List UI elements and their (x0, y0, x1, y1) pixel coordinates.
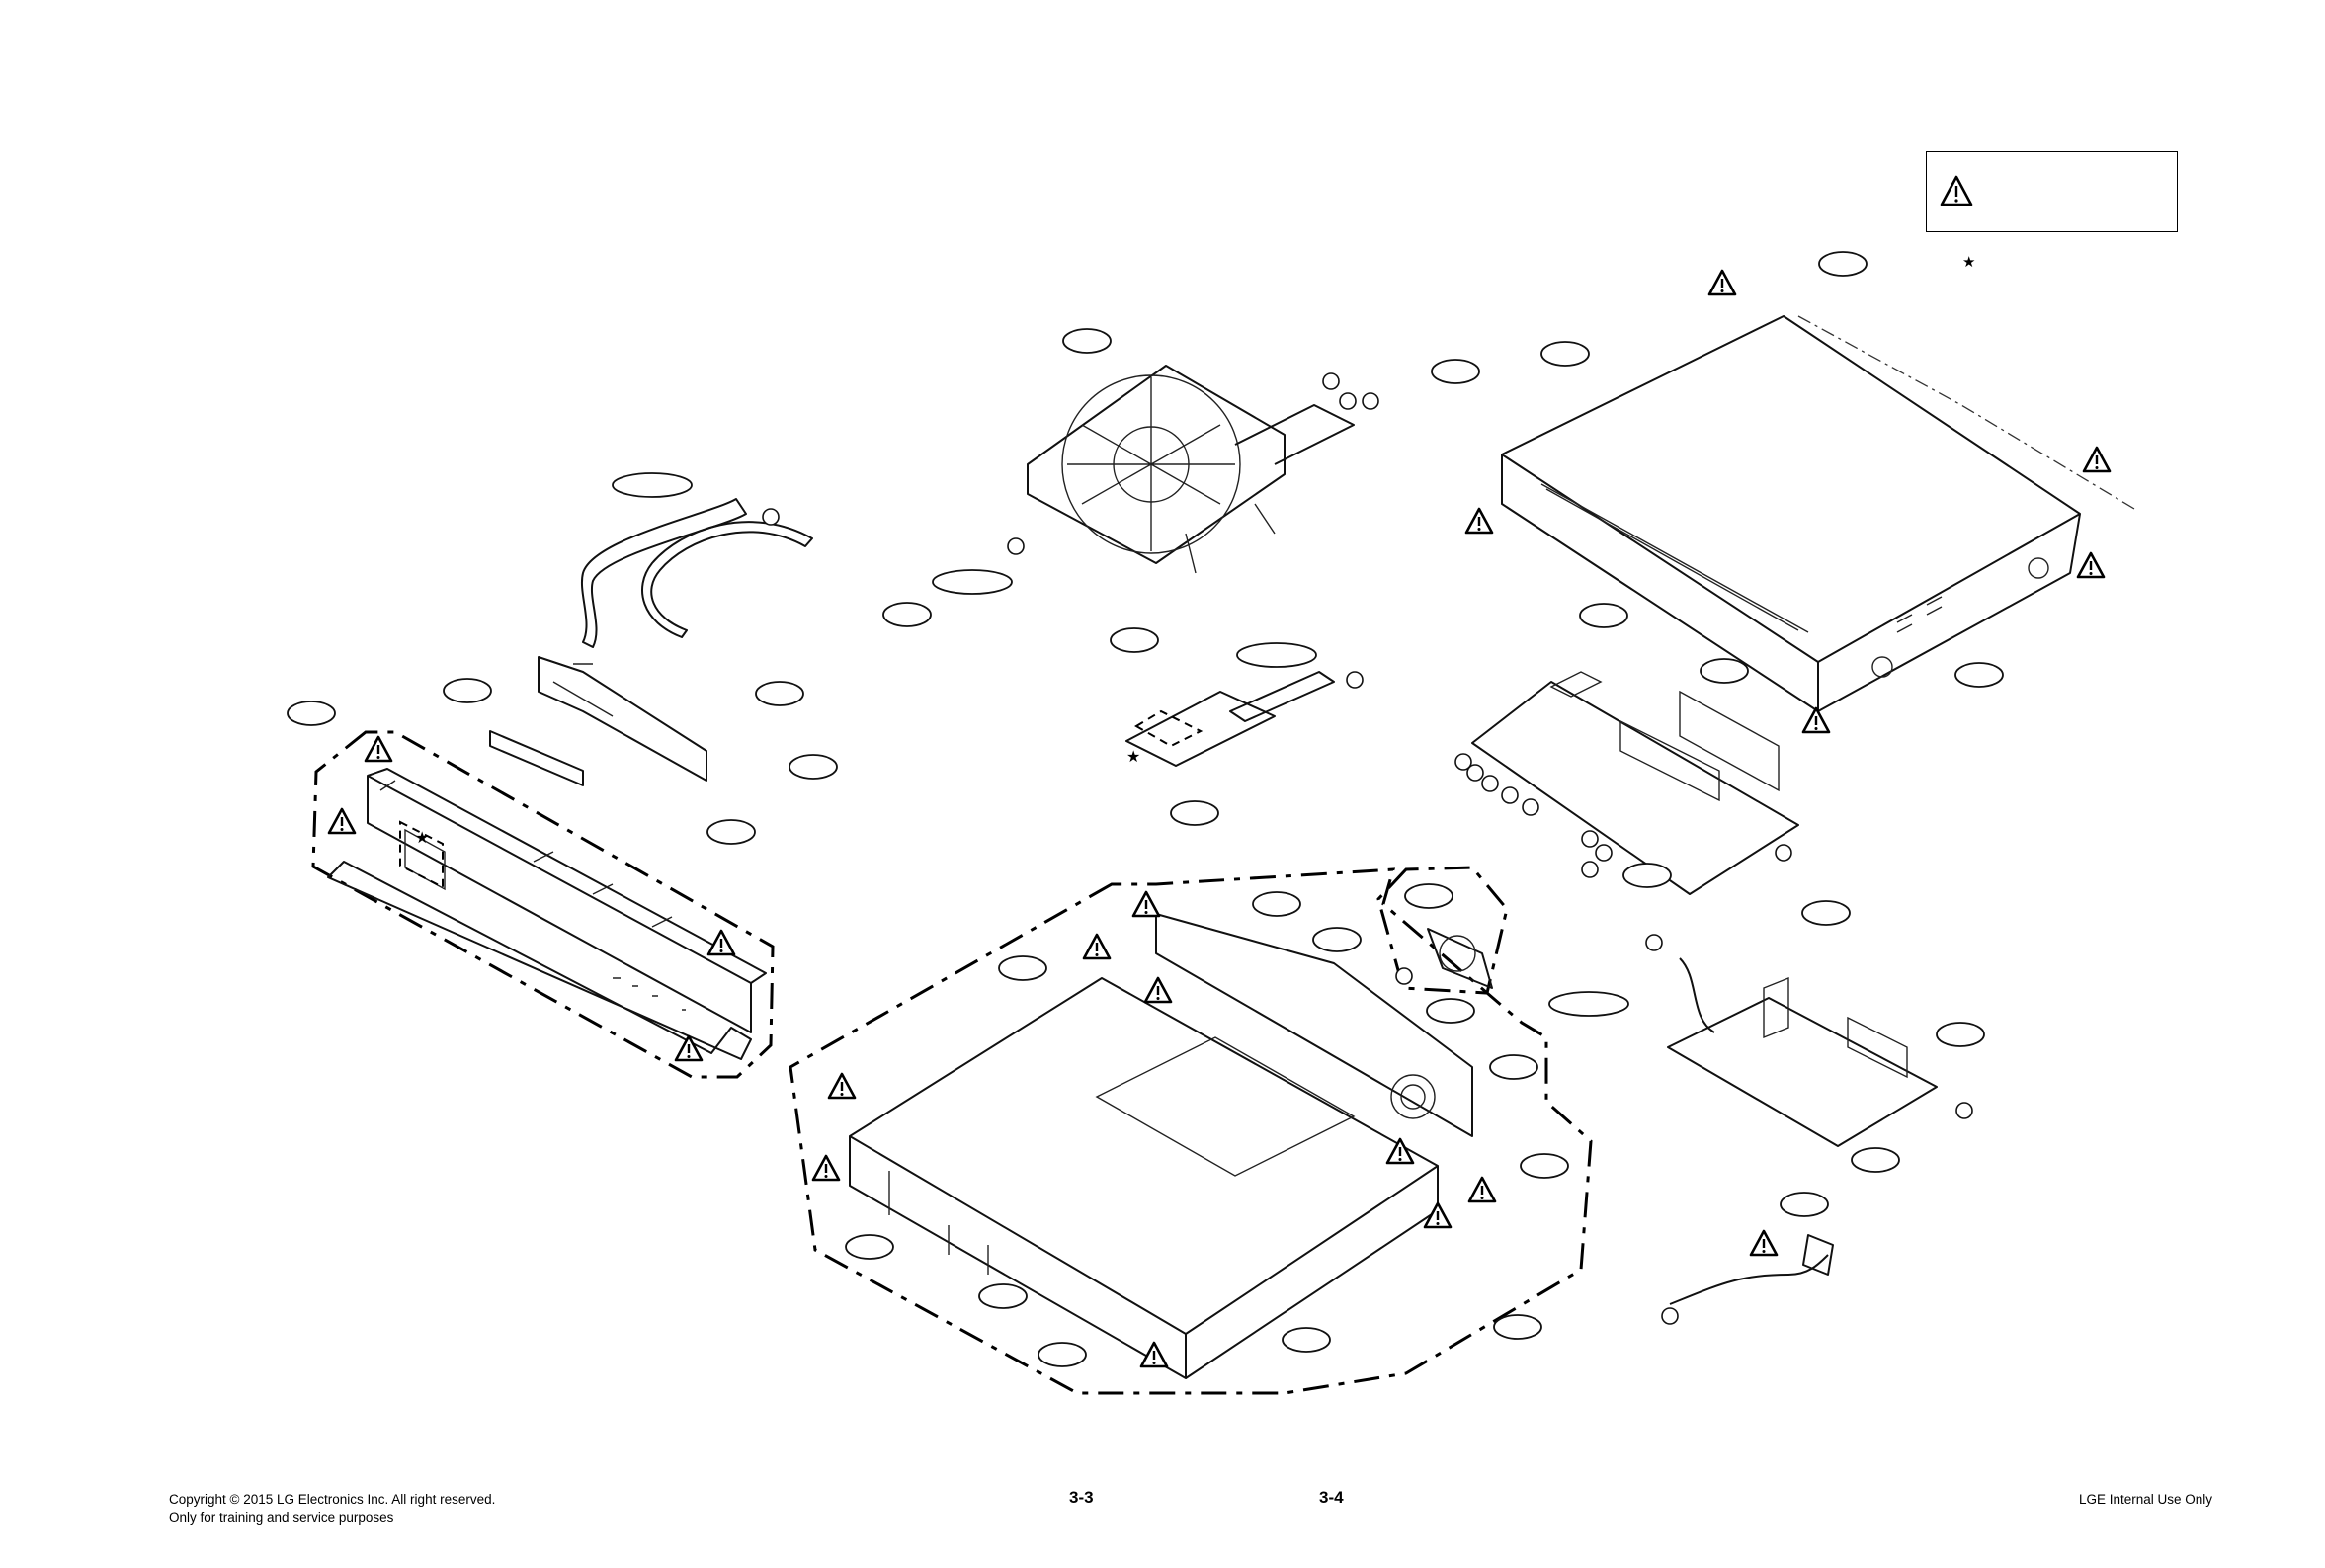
front-flat-cable (582, 499, 746, 647)
top-cover (1502, 316, 2134, 711)
training-note: Only for training and service purposes (169, 1509, 393, 1526)
page-number-left: 3-3 (1069, 1489, 1094, 1506)
star-icon: ★ (1126, 747, 1140, 766)
safety-legend-box (1926, 151, 2178, 232)
front-panel-assembly (313, 499, 773, 1077)
callout-circles (763, 373, 1972, 1324)
power-cord (1670, 1235, 1833, 1304)
warning-triangles (329, 271, 2110, 1366)
page-number-right: 3-4 (1319, 1489, 1344, 1506)
power-board (1472, 672, 1798, 894)
mid-cable (642, 522, 812, 637)
callout-bubbles (288, 252, 2003, 1366)
copyright-notice: Copyright © 2015 LG Electronics Inc. All… (169, 1491, 495, 1508)
front-display-window (490, 731, 583, 785)
star-icon: ★ (415, 828, 429, 847)
warning-triangle-icon (1937, 172, 1976, 211)
internal-use-label: LGE Internal Use Only (2079, 1491, 2212, 1508)
main-board (1126, 672, 1334, 766)
star-icon: ★ (1962, 255, 1975, 270)
disc-loader (1028, 366, 1354, 573)
smps-board (1668, 958, 1937, 1146)
